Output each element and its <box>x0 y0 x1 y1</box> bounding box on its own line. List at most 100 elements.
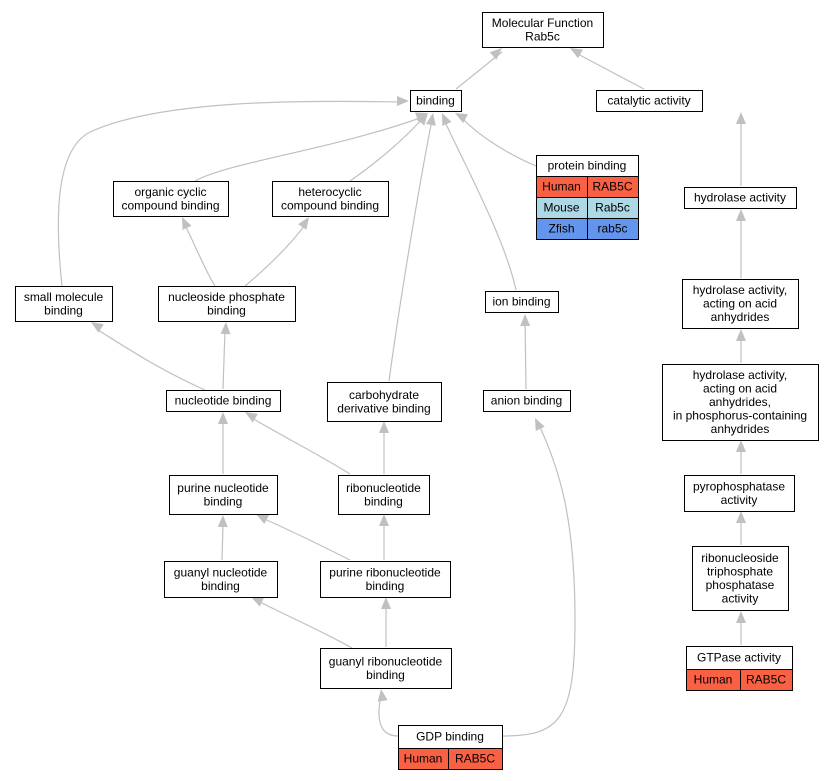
edge-19 <box>251 417 351 475</box>
arrowhead-27 <box>377 689 388 702</box>
node-label-line: anhydrides <box>711 310 770 324</box>
node-label-line: binding <box>204 494 243 508</box>
annotation-gene: rab5c <box>597 222 627 236</box>
node-label-line: binding <box>207 303 246 317</box>
node-box <box>15 286 113 322</box>
node-nucleotide-binding[interactable]: nucleotide binding <box>166 390 281 412</box>
node-box <box>483 390 571 412</box>
node-label-line: small molecule <box>24 290 104 304</box>
node-label-line: nucleotide binding <box>175 394 272 408</box>
node-label-line: activity <box>722 591 759 605</box>
arrowhead-7 <box>182 217 192 230</box>
node-label-line: nucleoside phosphate <box>168 290 285 304</box>
node-catalytic-activity[interactable]: catalytic activity <box>596 90 703 112</box>
node-label-line: hydrolase activity <box>694 191 786 205</box>
node-label-line: purine ribonucleotide <box>329 565 441 579</box>
node-label-line: binding <box>366 668 405 682</box>
annotation-gene-cell <box>740 669 793 691</box>
node-box <box>410 90 462 112</box>
annotation-gene: RAB5C <box>746 673 786 687</box>
annotation-species: Human <box>542 180 581 194</box>
node-box <box>684 475 795 512</box>
node-anion-binding[interactable]: anion binding <box>483 390 571 412</box>
node-ribonucleoside-triphosphate[interactable]: ribonucleosidetriphosphatephosphataseact… <box>692 546 789 611</box>
arrowhead-19 <box>245 412 258 423</box>
node-label-line: binding <box>364 494 403 508</box>
arrowhead-11 <box>736 329 746 341</box>
node-label-line: anion binding <box>491 394 562 408</box>
arrowhead-0 <box>489 48 502 60</box>
arrowhead-9 <box>442 113 452 126</box>
node-label-line: anhydrides, <box>709 395 771 409</box>
node-label-line: derivative binding <box>337 401 430 415</box>
edge-1 <box>573 51 645 90</box>
node-box <box>682 279 799 329</box>
edge-28 <box>501 424 576 737</box>
node-box <box>692 546 789 611</box>
annotation-species: Mouse <box>543 201 579 215</box>
annotation-gene: RAB5C <box>455 752 495 766</box>
edge-9 <box>444 121 517 291</box>
arrowhead-16 <box>736 440 746 452</box>
node-label-line: triphosphate <box>707 564 773 578</box>
arrowhead-2 <box>736 112 746 124</box>
node-ion-binding[interactable]: ion binding <box>485 291 559 313</box>
node-box <box>482 12 604 48</box>
arrowhead-25 <box>381 597 391 609</box>
node-box <box>684 187 797 209</box>
node-box <box>338 475 430 515</box>
edge-23 <box>261 517 351 561</box>
node-label-line: Molecular Function <box>492 16 593 30</box>
edge-26 <box>255 599 353 649</box>
node-hydrolase-phosphorus[interactable]: hydrolase activity,acting on acidanhydri… <box>662 364 819 441</box>
node-label-line: binding <box>44 303 83 317</box>
edges-layer <box>57 48 746 737</box>
node-label-line: protein binding <box>548 159 627 173</box>
node-label-line: ribonucleoside <box>701 551 779 565</box>
node-hydrolase-activity[interactable]: hydrolase activity <box>684 187 797 209</box>
edge-0 <box>455 51 503 90</box>
node-binding[interactable]: binding <box>410 90 462 112</box>
edge-27 <box>378 695 399 737</box>
edge-14 <box>388 119 433 382</box>
annotation-gene-cell <box>448 748 503 770</box>
arrowhead-14 <box>425 113 436 126</box>
node-box <box>113 181 229 217</box>
node-label-line: hydrolase activity, <box>693 283 787 297</box>
arrowhead-17 <box>218 412 228 424</box>
node-hydrolase-acid-anhydrides[interactable]: hydrolase activity,acting on acidanhydri… <box>682 279 799 329</box>
edge-13 <box>97 329 206 391</box>
node-label-line: compound binding <box>281 198 379 212</box>
arrowhead-18 <box>379 421 389 433</box>
node-label-line: heterocyclic <box>298 185 361 199</box>
node-label-line: hydrolase activity, <box>693 368 787 382</box>
arrowhead-24 <box>736 611 746 623</box>
node-box <box>158 286 296 322</box>
arrowhead-8 <box>298 217 309 230</box>
node-label-line: anhydrides <box>711 422 770 436</box>
node-box <box>166 390 281 412</box>
arrowhead-12 <box>220 322 231 335</box>
node-label-line: compound binding <box>121 198 219 212</box>
annotation-gene: RAB5C <box>592 180 632 194</box>
edge-12 <box>222 329 226 390</box>
arrowhead-10 <box>736 209 746 221</box>
node-label-line: GTPase activity <box>697 651 781 665</box>
node-label-line: carbohydrate <box>349 388 419 402</box>
